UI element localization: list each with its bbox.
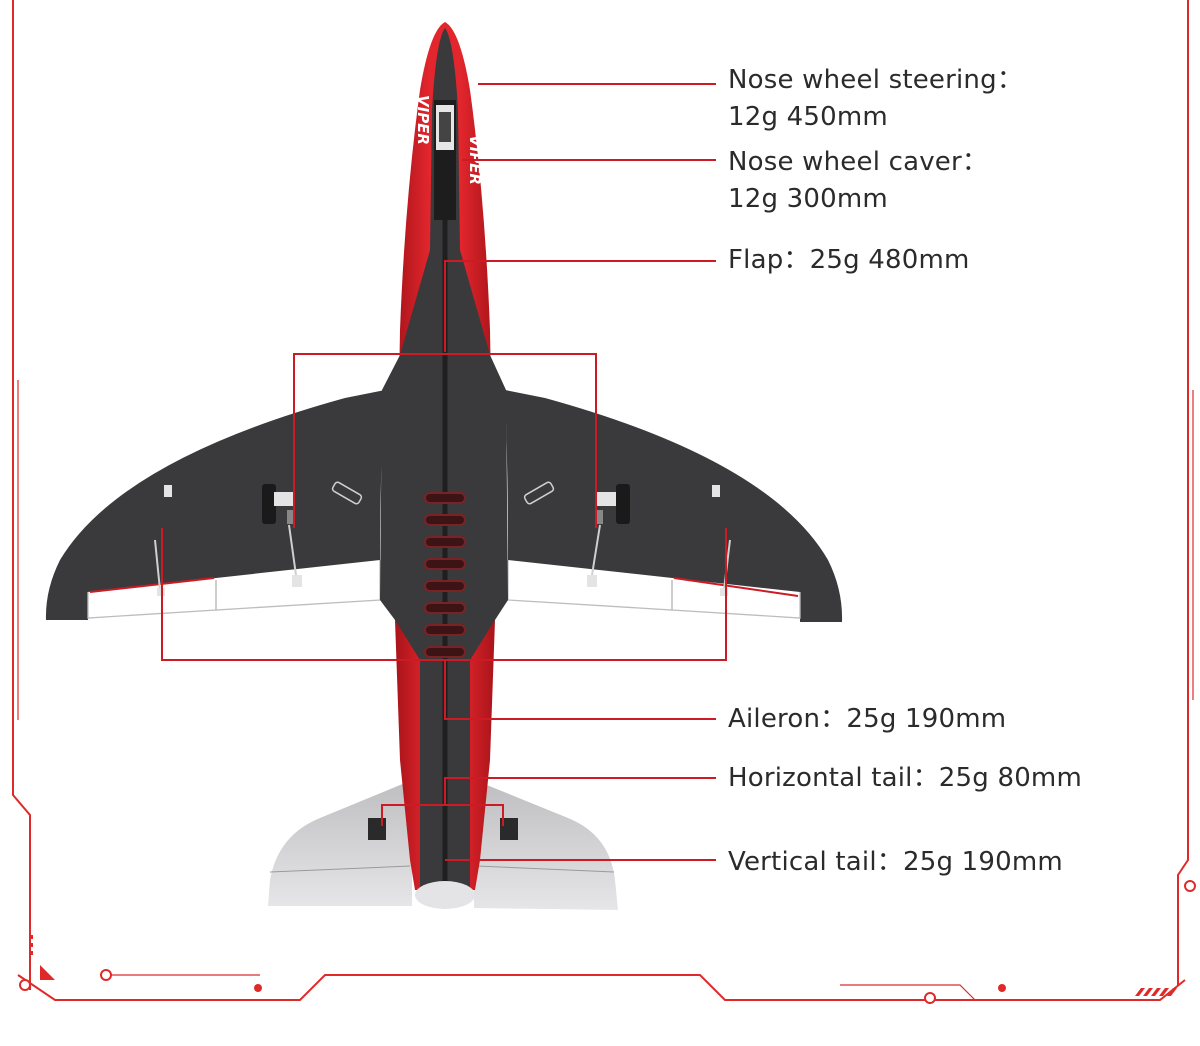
callout-nose-wheel-cover: Nose wheel caver： 12g 300mm — [728, 144, 988, 218]
airplane-illustration: VIPER VIPER — [45, 22, 843, 910]
bracket-horizontal-tail — [381, 804, 504, 826]
callout-title: Nose wheel caver： — [728, 147, 989, 177]
exhaust-nozzle — [415, 881, 475, 909]
tech-frame — [12, 0, 1194, 1001]
top-shadow — [223, 0, 977, 25]
callout-nose-wheel-steering: Nose wheel steering： 12g 450mm — [728, 62, 1023, 136]
cooling-vents — [424, 492, 466, 658]
leader-flap — [444, 260, 716, 352]
callout-spec: 12g 450mm — [728, 102, 888, 132]
left-wing — [45, 390, 385, 620]
callout-lines — [161, 83, 727, 861]
main-gear-right — [523, 481, 630, 587]
callout-vertical-tail: Vertical tail：25g 190mm — [728, 844, 1063, 881]
callout-horizontal-tail: Horizontal tail：25g 80mm — [728, 760, 1082, 797]
callout-title: Vertical tail：25g 190mm — [728, 847, 1063, 877]
bracket-flap — [293, 353, 445, 528]
right-horizontal-tail — [474, 783, 618, 910]
right-wing — [505, 390, 843, 622]
callout-flap: Flap：25g 480mm — [728, 242, 970, 279]
frame-ornaments — [19, 880, 1196, 1004]
fuselage-brand-left: VIPER — [414, 95, 432, 145]
callout-title: Aileron：25g 190mm — [728, 704, 1007, 734]
callout-title: Nose wheel steering： — [728, 65, 1024, 95]
callout-title: Horizontal tail：25g 80mm — [728, 763, 1082, 793]
leader-horizontal-tail — [444, 777, 716, 805]
left-horizontal-tail — [268, 783, 412, 906]
leader-aileron — [444, 660, 716, 720]
callout-aileron: Aileron：25g 190mm — [728, 701, 1006, 738]
callout-spec: 12g 300mm — [728, 184, 888, 214]
callout-title: Flap：25g 480mm — [728, 245, 970, 275]
main-gear-left — [262, 481, 363, 587]
